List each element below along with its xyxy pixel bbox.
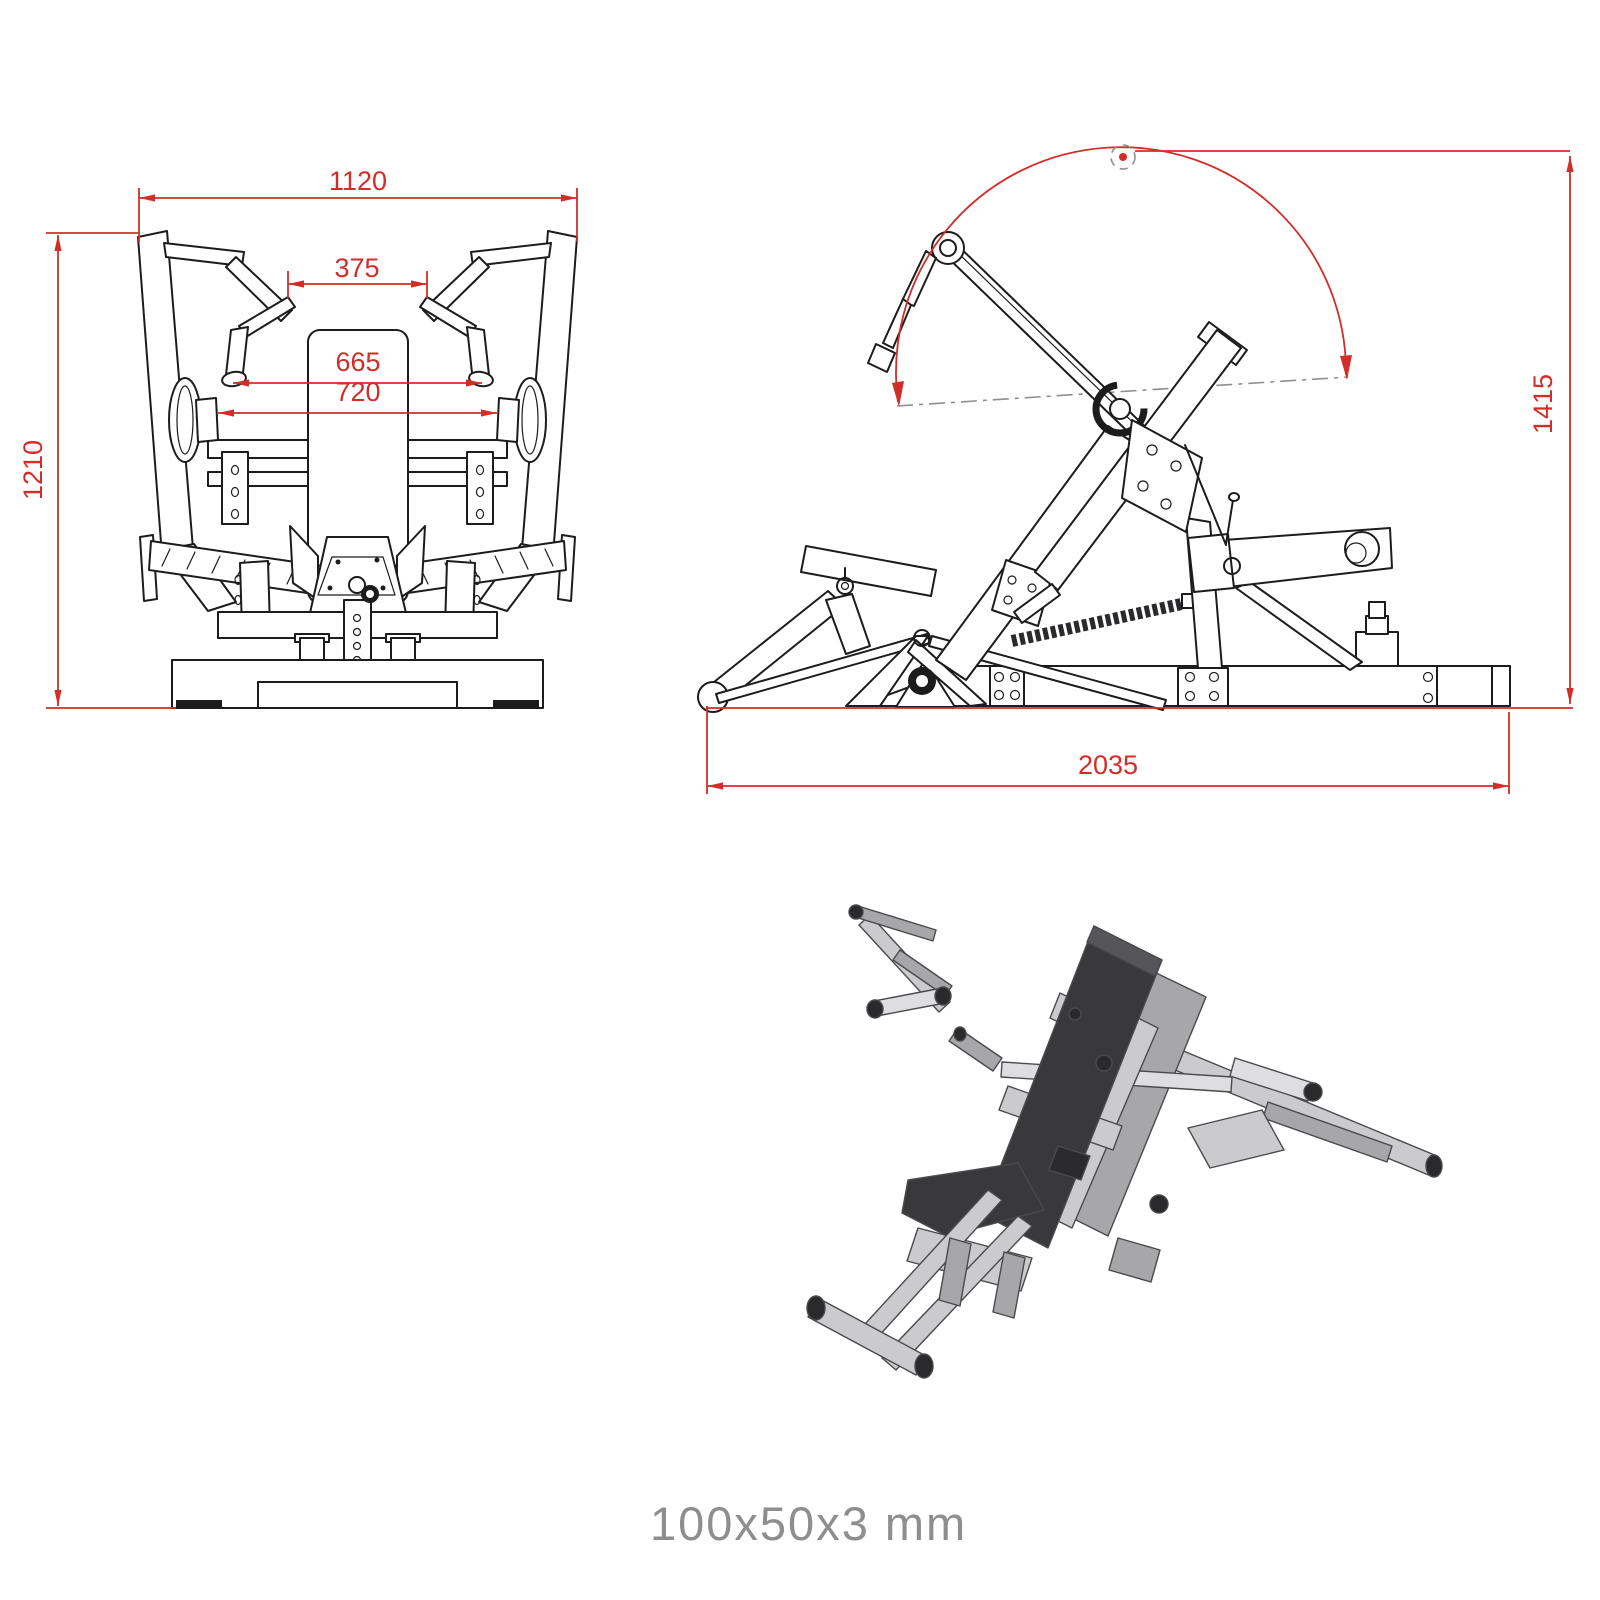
dim-handle-gap: 375 (287, 253, 428, 298)
front-view-machine (137, 230, 578, 709)
dim-side-length: 2035 (706, 706, 1510, 794)
dim-grip-outer-label: 720 (335, 377, 380, 407)
front-view: 1120 375 665 720 1210 (18, 166, 578, 709)
side-view-machine (697, 231, 1511, 713)
dim-overall-width: 1120 (138, 166, 578, 242)
dim-grip-inner: 665 (233, 347, 482, 387)
side-view: 1415 2035 (697, 144, 1574, 794)
right-press-arm (1145, 1037, 1438, 1177)
dim-grip-outer: 720 (218, 377, 497, 417)
handle-grip-side (867, 343, 896, 373)
dim-side-height-label: 1415 (1528, 374, 1558, 434)
isometric-view (806, 904, 1443, 1379)
seat-pad-side (800, 545, 937, 597)
tube-profile-caption: 100x50x3 mm (650, 1497, 968, 1550)
dim-handle-gap-label: 375 (334, 253, 379, 283)
side-view-dimensions: 1415 2035 (706, 144, 1574, 794)
dim-overall-height-label: 1210 (18, 440, 48, 500)
dim-overall-width-label: 1120 (329, 166, 387, 196)
main-column (935, 425, 1141, 681)
dim-side-height: 1415 (1528, 156, 1574, 704)
construction-centerline (896, 376, 1349, 407)
front-view-dimensions: 1120 375 665 720 1210 (18, 166, 578, 709)
rotation-symbol (1110, 144, 1136, 170)
swing-arc (895, 146, 1347, 403)
weight-spring (1010, 597, 1188, 647)
dim-grip-inner-label: 665 (335, 347, 380, 377)
seat-pad (901, 1162, 1045, 1237)
dim-overall-height: 1210 (18, 232, 176, 709)
dim-side-length-label: 2035 (1078, 750, 1138, 780)
